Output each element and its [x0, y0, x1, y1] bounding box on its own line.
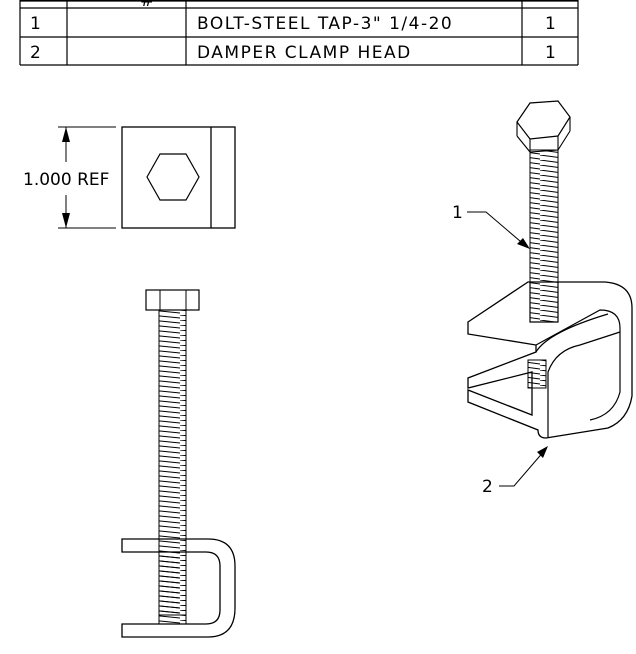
bom-row-2-item: 2 — [30, 43, 41, 63]
bom-row-1-item: 1 — [30, 14, 41, 34]
bolt-thread-iso — [529, 149, 559, 323]
bom-row-2-description: DAMPER CLAMP HEAD — [197, 43, 412, 63]
callout-2-label: 2 — [482, 477, 493, 497]
dimension-label: 1.000 REF — [23, 170, 109, 190]
callout-2: 2 — [482, 446, 548, 497]
callout-1: 1 — [452, 203, 530, 249]
hex-head-top-view — [146, 153, 200, 201]
isometric-view — [467, 100, 633, 439]
top-view — [121, 126, 236, 229]
dimension-1000-ref: 1.000 REF — [23, 126, 116, 229]
bom-row-1-qty: 1 — [545, 14, 556, 34]
bom-row-2-qty: 1 — [545, 43, 556, 63]
front-view — [121, 289, 236, 638]
bom-header-mark: # — [140, 0, 154, 11]
callout-1-label: 1 — [452, 203, 463, 223]
bom-row-1-description: BOLT-STEEL TAP-3" 1/4-20 — [197, 14, 453, 34]
bom-table: # 1 BOLT-STEEL TAP-3" 1/4-20 1 2 DAMPER … — [19, 0, 579, 66]
